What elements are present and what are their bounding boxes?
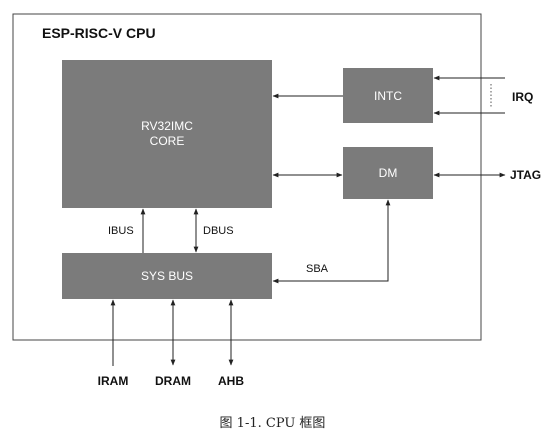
core-label-line2: CORE (150, 134, 185, 148)
jtag-label: JTAG (510, 168, 541, 182)
sba-link (272, 199, 391, 284)
dm-label: DM (379, 166, 398, 180)
sba-label: SBA (306, 263, 329, 275)
cpu-title: ESP-RISC-V CPU (42, 25, 156, 41)
irq-label: IRQ (512, 90, 533, 104)
core-block (62, 60, 272, 208)
figure-caption: 图 1-1. CPU 框图 (219, 416, 326, 431)
intc-block (343, 68, 433, 123)
dm-block (343, 147, 433, 199)
iram-label: IRAM (98, 374, 129, 388)
ibus-label: IBUS (108, 225, 134, 237)
ahb-label: AHB (218, 374, 244, 388)
sys-bus-label: SYS BUS (141, 269, 193, 283)
sys-bus-block (62, 253, 272, 299)
core-label-line1: RV32IMC (141, 119, 193, 133)
dbus-label: DBUS (203, 225, 234, 237)
dram-label: DRAM (155, 374, 191, 388)
intc-label: INTC (374, 89, 402, 103)
